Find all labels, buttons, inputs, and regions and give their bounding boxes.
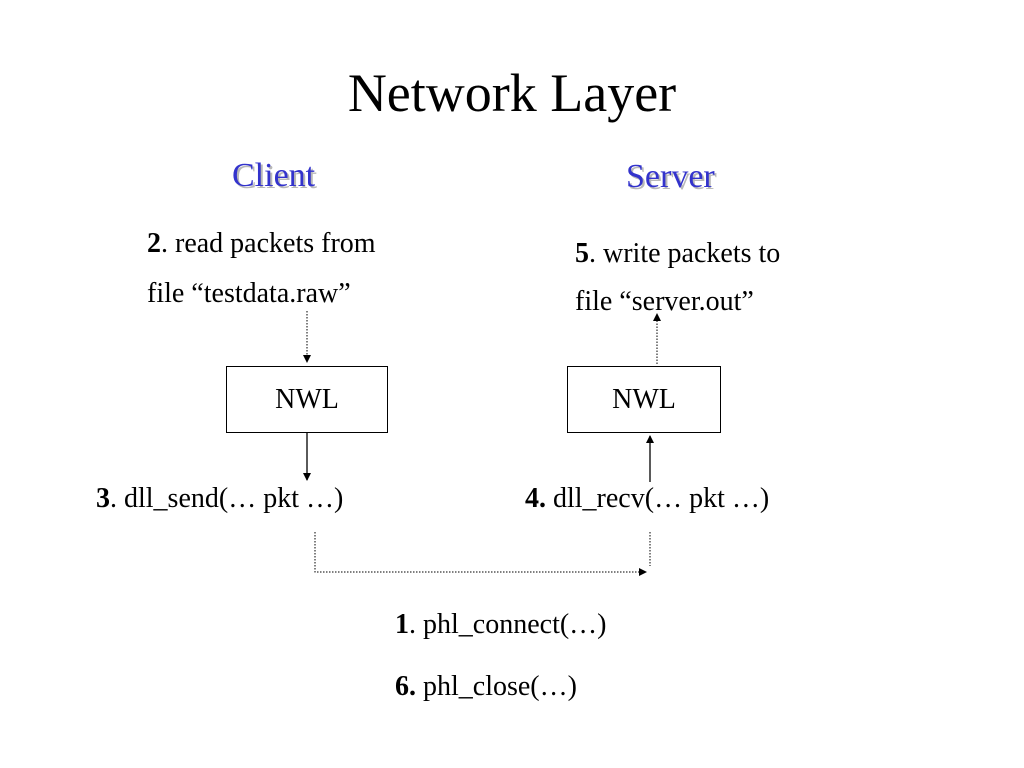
step6-close: 6. phl_close(…) xyxy=(395,671,577,703)
client-step2-text: . read packets from xyxy=(161,228,376,259)
server-step4-text: dll_recv(… pkt …) xyxy=(546,483,770,514)
server-nwl-label: NWL xyxy=(612,383,676,415)
server-step5-number: 5 xyxy=(575,238,589,269)
step1-connect: 1. phl_connect(…) xyxy=(395,609,607,641)
client-step3-number: 3 xyxy=(96,483,110,514)
client-step2-number: 2 xyxy=(147,228,161,259)
step1-text: . phl_connect(…) xyxy=(409,609,607,640)
client-step3: 3. dll_send(… pkt …) xyxy=(96,483,343,515)
server-step5-line2: file “server.out” xyxy=(575,286,754,317)
client-step3-text: . dll_send(… pkt …) xyxy=(110,483,344,514)
client-step2-line1: 2. read packets from xyxy=(147,228,376,260)
server-step5-line1: 5. write packets to xyxy=(575,238,780,270)
server-step5-text: . write packets to xyxy=(589,238,781,269)
step1-number: 1 xyxy=(395,609,409,640)
server-heading: Server xyxy=(626,158,715,195)
server-step4: 4. dll_recv(… pkt …) xyxy=(525,483,769,515)
client-step2-line2: file “testdata.raw” xyxy=(147,278,351,309)
step6-number: 6. xyxy=(395,671,416,702)
step6-text: phl_close(…) xyxy=(416,671,577,702)
client-heading: Client xyxy=(232,157,316,194)
server-nwl-box: NWL xyxy=(567,366,721,433)
page-title: Network Layer xyxy=(347,63,677,123)
physical-link-path xyxy=(314,532,647,576)
client-nwl-box: NWL xyxy=(226,366,388,433)
server-step4-number: 4. xyxy=(525,483,546,514)
client-nwl-label: NWL xyxy=(275,383,339,415)
